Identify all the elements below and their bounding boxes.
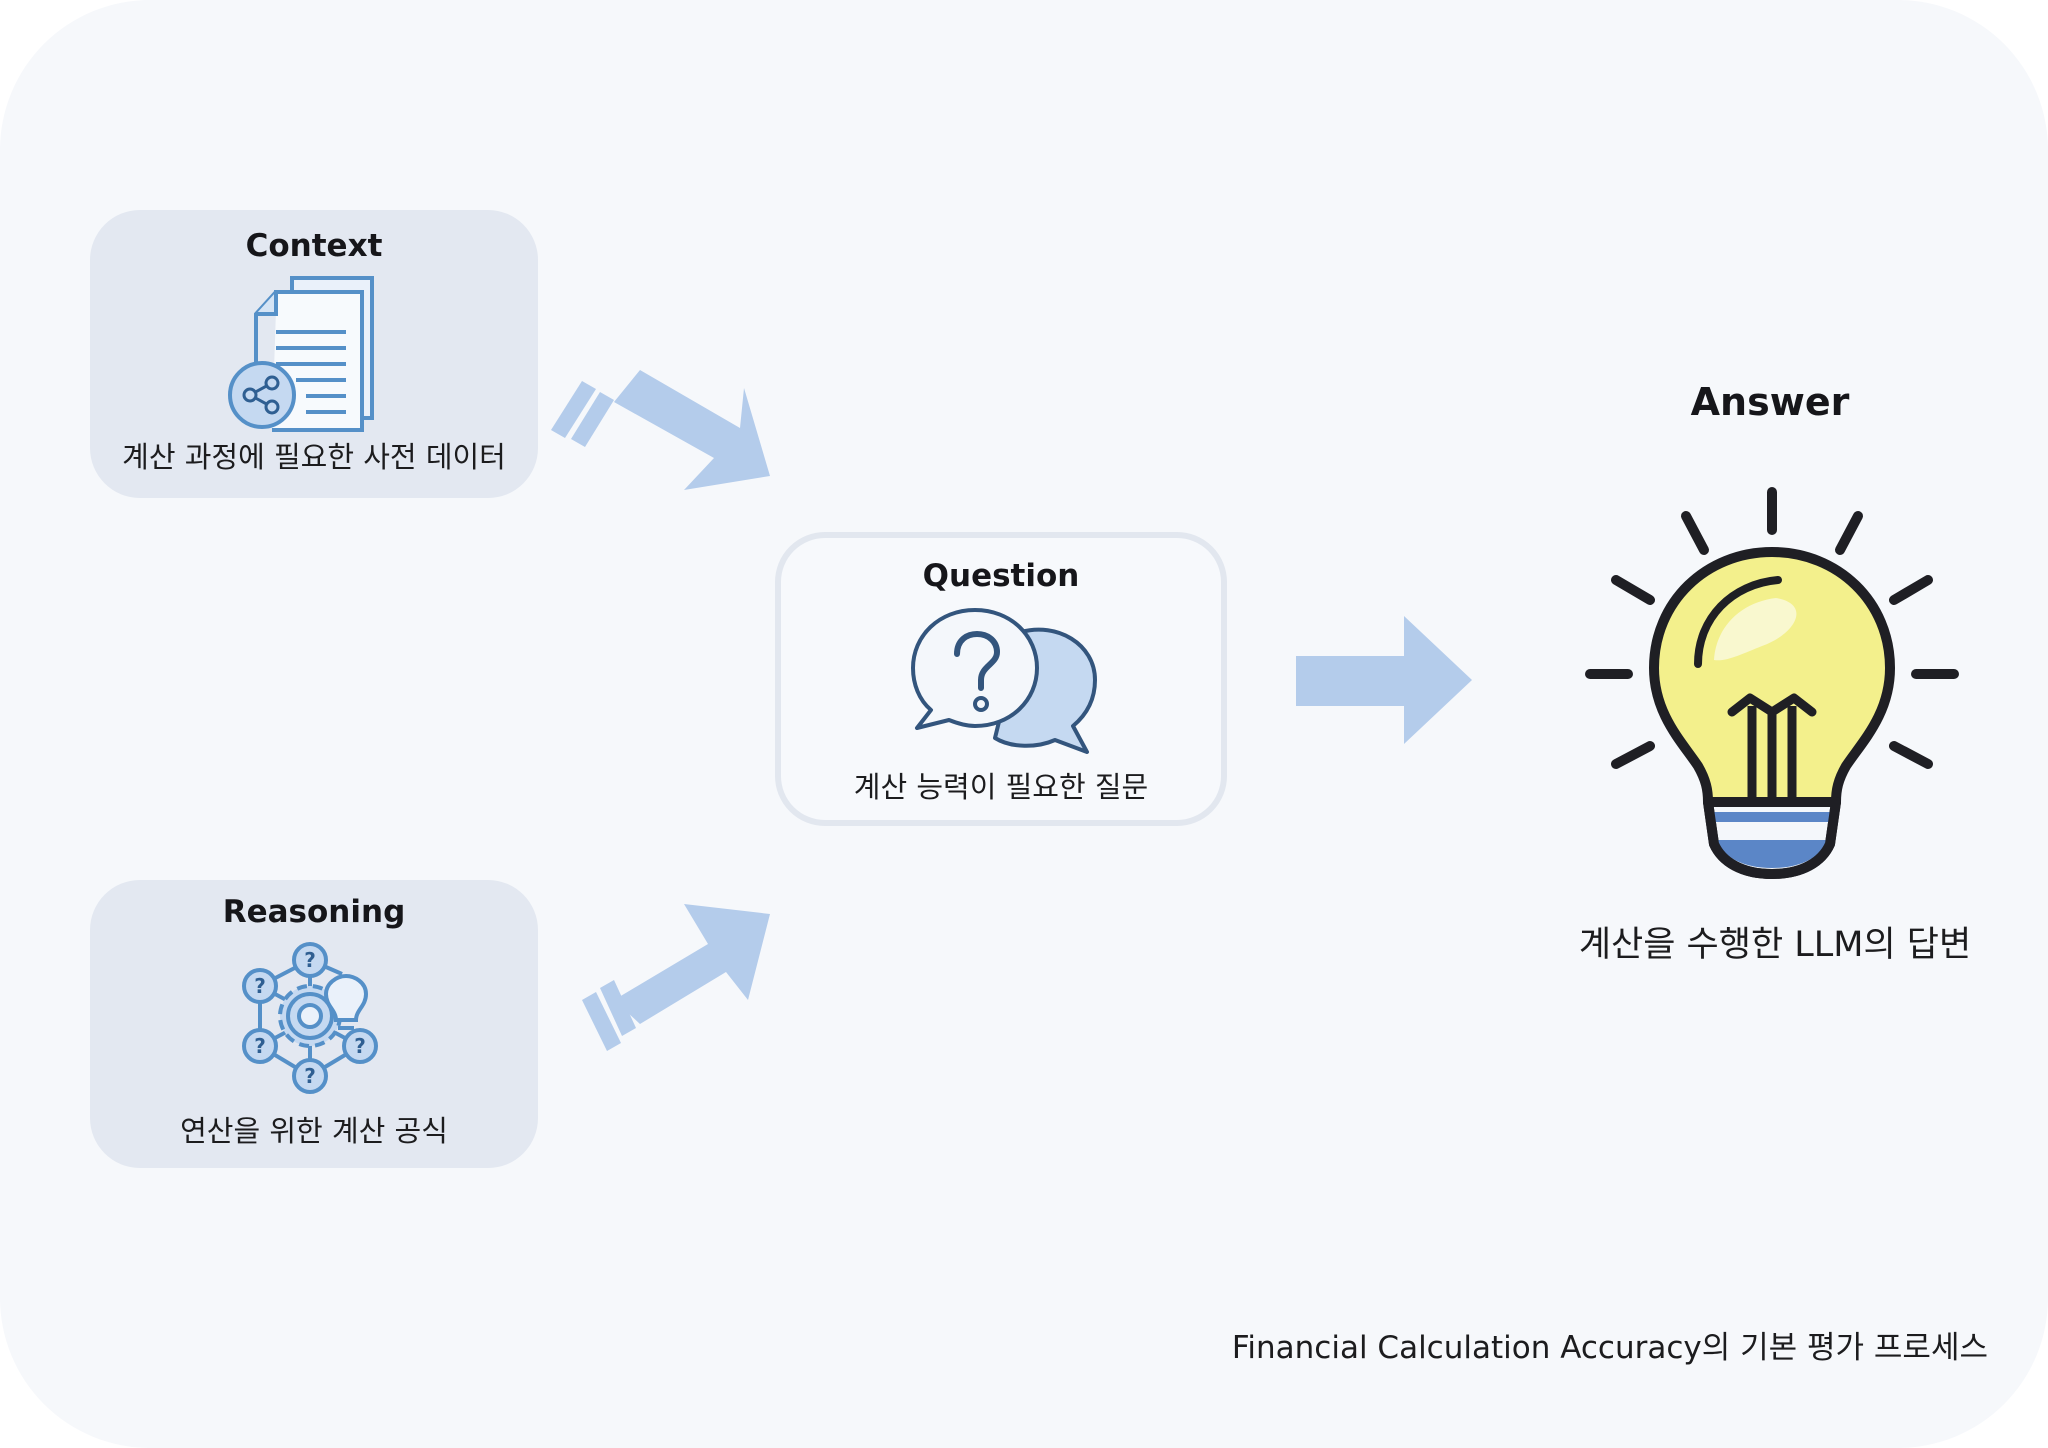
svg-text:?: ? bbox=[254, 1034, 266, 1058]
reasoning-description: 연산을 위한 계산 공식 bbox=[180, 1114, 448, 1148]
question-node: Question 계산 능력이 필요한 질문 bbox=[775, 532, 1227, 826]
answer-title: Answer bbox=[1690, 380, 1850, 424]
document-share-icon bbox=[228, 276, 374, 432]
context-node: Context 계산 bbox=[90, 210, 538, 498]
figure-caption: Financial Calculation Accuracy의 기본 평가 프로… bbox=[1231, 1330, 1988, 1366]
context-title: Context bbox=[245, 228, 383, 264]
lightbulb-icon bbox=[1585, 487, 1959, 879]
answer-description: 계산을 수행한 LLM의 답변 bbox=[1578, 925, 1972, 965]
svg-text:?: ? bbox=[304, 948, 316, 972]
question-title: Question bbox=[922, 558, 1080, 594]
gear-network-icon: ? ? ? ? ? bbox=[242, 942, 378, 1094]
reasoning-node: Reasoning bbox=[90, 880, 538, 1168]
context-description: 계산 과정에 필요한 사전 데이터 bbox=[122, 440, 506, 474]
reasoning-title: Reasoning bbox=[222, 894, 406, 930]
question-speech-bubbles-icon bbox=[911, 608, 1097, 754]
svg-text:?: ? bbox=[254, 974, 266, 998]
svg-text:?: ? bbox=[304, 1064, 316, 1088]
question-description: 계산 능력이 필요한 질문 bbox=[853, 770, 1149, 804]
svg-text:?: ? bbox=[354, 1034, 366, 1058]
